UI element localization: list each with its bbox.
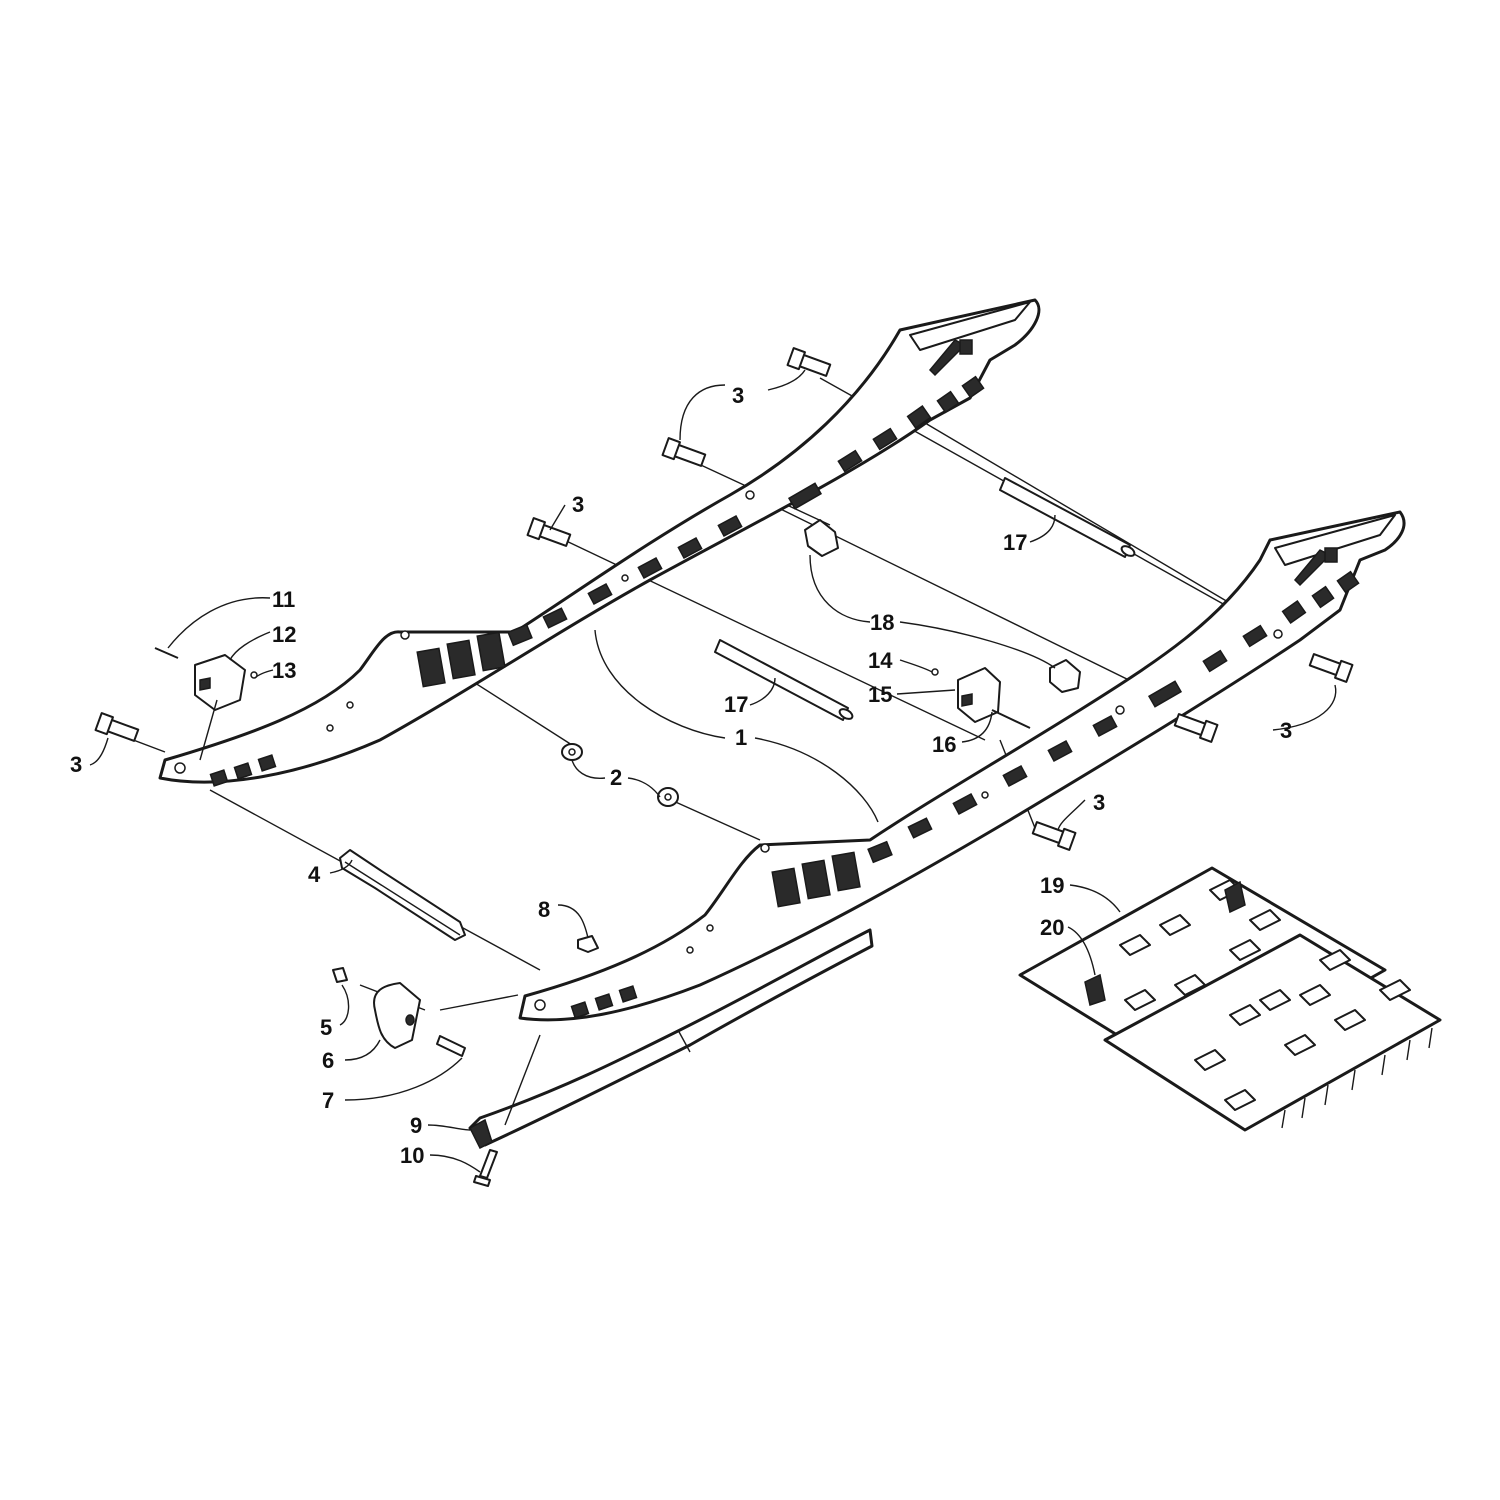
left-rail-holes	[174, 490, 755, 774]
callout-10: 10	[400, 1143, 424, 1168]
bolt-icon	[1308, 653, 1354, 683]
callout-3-right-mid: 3	[1093, 790, 1105, 815]
washers	[561, 743, 679, 807]
bolt-icon	[94, 712, 140, 742]
rear-bumper-block	[154, 647, 258, 711]
alignment-lines	[119, 377, 1246, 1011]
callout-11: 11	[272, 587, 295, 612]
left-rail	[158, 298, 1041, 787]
track-clips	[1084, 880, 1246, 1006]
axle	[339, 849, 466, 941]
screw	[473, 1149, 498, 1187]
wear-cap-assembly	[332, 967, 466, 1057]
track-section	[1018, 866, 1442, 1132]
callout-9: 9	[410, 1113, 422, 1138]
cross-shafts	[714, 477, 1136, 721]
callout-3-mid-rear: 3	[572, 492, 584, 517]
callout-2: 2	[610, 765, 622, 790]
callout-17-top: 17	[1003, 530, 1027, 555]
track-studs	[1281, 1027, 1433, 1129]
right-rail-holes	[534, 629, 1283, 1011]
callout-8: 8	[538, 897, 550, 922]
nut	[577, 935, 599, 953]
callout-20: 20	[1040, 915, 1064, 940]
callout-3-right-top: 3	[1280, 718, 1292, 743]
callout-4: 4	[308, 862, 321, 887]
callout-6: 6	[322, 1048, 334, 1073]
callout-14: 14	[868, 648, 893, 673]
callout-13: 13	[272, 658, 296, 683]
right-rail-cutouts	[570, 547, 1360, 1019]
callout-7: 7	[322, 1088, 334, 1113]
callout-labels: 1 2 3 3 3 3 3 4 5 6 7 8 9 10 11 12 13 14…	[70, 383, 1292, 1168]
bolt-icon	[786, 347, 832, 377]
bolt-icon	[526, 517, 572, 547]
bolt-icon	[1031, 821, 1077, 851]
callout-5: 5	[320, 1015, 332, 1040]
spacers	[804, 519, 1081, 693]
callout-18: 18	[870, 610, 894, 635]
callout-15: 15	[868, 682, 892, 707]
slide-rail	[468, 928, 874, 1150]
callout-3-left: 3	[70, 752, 82, 777]
track-lugs	[1119, 879, 1411, 1111]
callout-leaders	[89, 369, 1337, 1173]
left-rail-cutouts	[209, 339, 985, 787]
bolt-icon	[1173, 713, 1219, 743]
callout-17-mid: 17	[724, 692, 748, 717]
front-bumper-block	[931, 667, 1031, 729]
callout-3-top-rear: 3	[732, 383, 744, 408]
bolts	[94, 347, 1354, 851]
callout-19: 19	[1040, 873, 1064, 898]
callout-12: 12	[272, 622, 296, 647]
right-rail	[518, 510, 1406, 1022]
callout-1: 1	[735, 725, 747, 750]
bolt-icon	[661, 437, 707, 467]
callout-16: 16	[932, 732, 956, 757]
